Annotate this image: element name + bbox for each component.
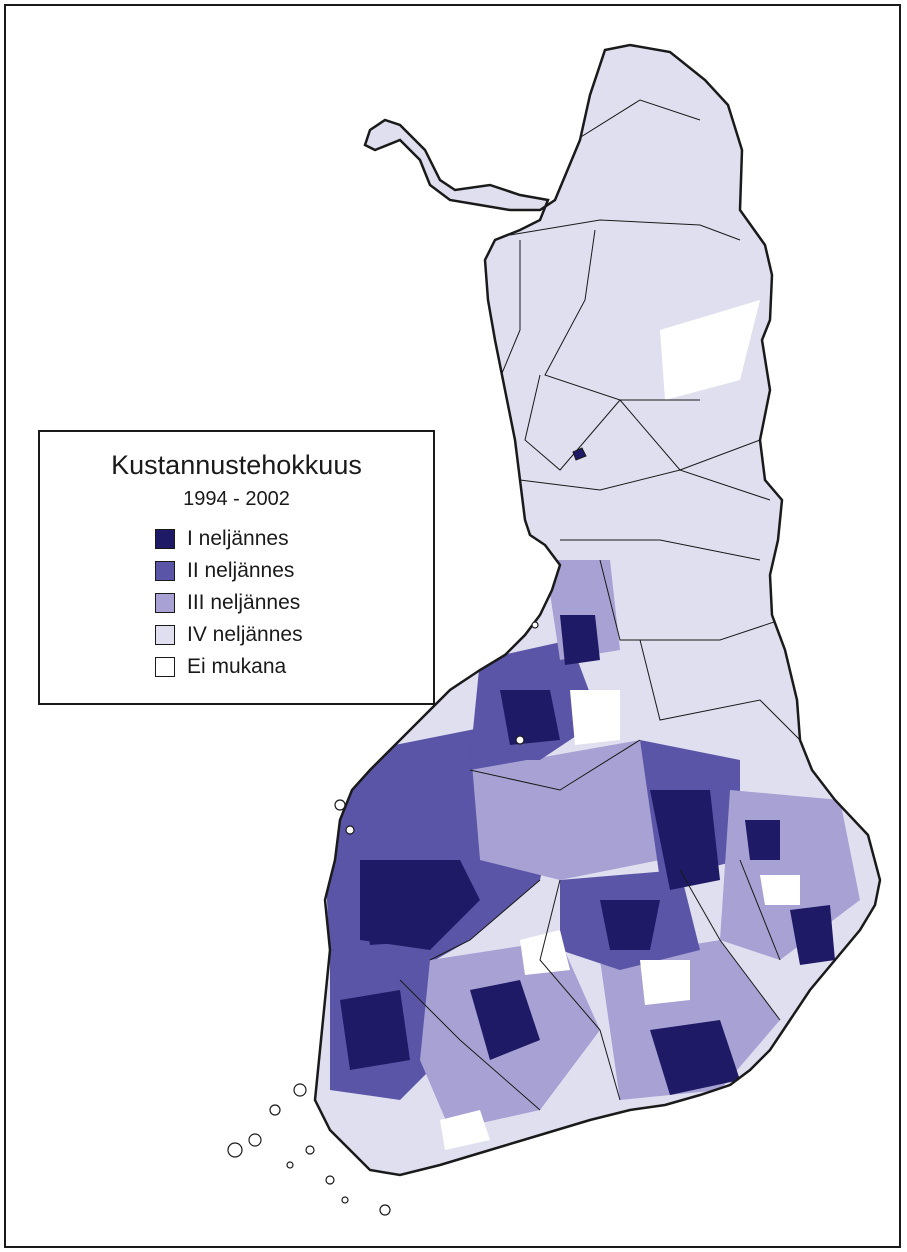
region-west-core [340,990,410,1070]
region-excluded-c [520,930,570,975]
legend-swatch [155,561,175,581]
legend-label: I neljännes [187,527,289,550]
legend-subtitle: 1994 - 2002 [183,488,290,510]
map-frame [4,4,901,1248]
region-lapland-core [572,447,587,461]
municipality-boundaries [399,99,801,1111]
legend-item-quartile-3: III neljännes [155,591,300,615]
region-excluded-d [640,960,690,1005]
region-ostrobothnia-core [500,690,560,745]
region-central-east-core [650,790,720,890]
legend-label: II neljännes [187,559,295,582]
legend-item-quartile-4: IV neljännes [155,623,303,647]
region-oulu-core [560,615,600,665]
legend-title: Kustannustehokkuus [111,450,362,480]
legend-label: IV neljännes [187,623,303,646]
legend-swatch [155,657,175,677]
legend-swatch [155,529,175,549]
legend-label: III neljännes [187,591,301,614]
legend-label: Ei mukana [187,655,287,678]
region-excluded-north [660,300,760,400]
region-excluded-e [440,1110,490,1150]
region-west-coast-mid [340,740,480,860]
legend-swatch [155,593,175,613]
legend-item-excluded: Ei mukana [155,655,286,679]
legend-swatch [155,625,175,645]
region-excluded-b [760,875,800,905]
region-southeast-core [650,1020,740,1095]
legend-item-quartile-1: I neljännes [155,527,289,551]
archipelago-islands [227,621,539,1216]
region-west-coast-mid-core [360,860,440,945]
region-east-core-a [745,820,780,860]
region-south-core [470,980,540,1060]
region-excluded-a [570,690,620,745]
region-central [470,740,660,880]
map-legend: Kustannustehokkuus 1994 - 2002 I neljänn… [38,430,435,705]
region-central-core [600,900,660,950]
municipality-regions [320,300,860,1150]
legend-item-quartile-2: II neljännes [155,559,294,583]
region-east-core-b [790,905,835,965]
